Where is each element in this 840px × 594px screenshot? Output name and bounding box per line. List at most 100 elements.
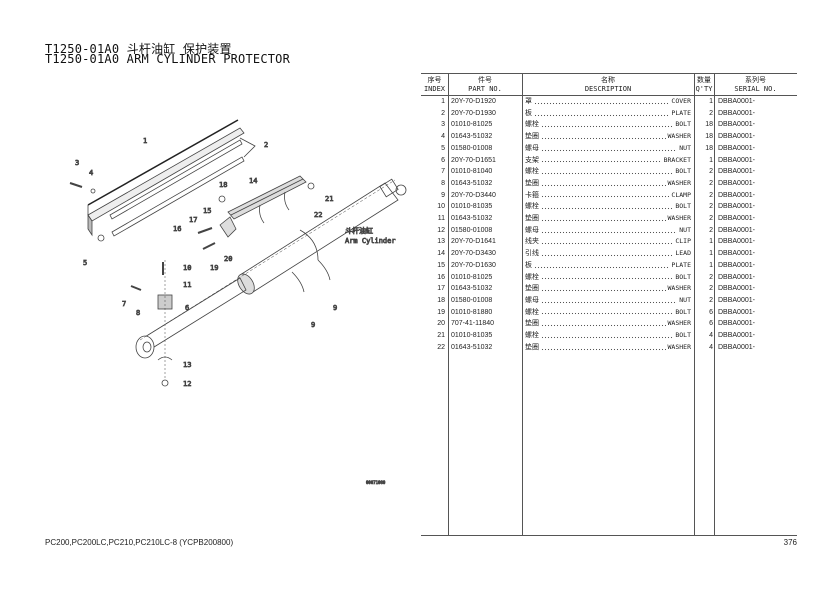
arm-cylinder-rod [139, 277, 247, 353]
row-description-cn: 板 [525, 260, 532, 269]
row-description-cn: 垫圈 [525, 214, 539, 222]
row-index: 8 [441, 179, 445, 187]
row-serial: DBBA0001- [718, 168, 755, 176]
row-index: 1 [441, 98, 445, 105]
model-footer: PC200,PC200LC,PC210,PC210LC-8 (YCPB20080… [45, 538, 234, 547]
row-description-cn: 螺栓 [525, 202, 539, 211]
row-index: 17 [437, 285, 445, 293]
leader-dots [541, 277, 674, 281]
row-part-number: 707-41-11840 [451, 320, 495, 328]
callout-22: 22 [314, 211, 322, 219]
header-serial-cn: 系列号 [745, 76, 766, 84]
callout-2: 2 [264, 141, 268, 149]
callout-17: 17 [189, 216, 197, 224]
row-index: 20 [437, 320, 445, 328]
row-part-number: 20Y-70-D1920 [451, 98, 496, 105]
row-description-en: WASHER [667, 132, 691, 141]
row-index: 16 [437, 273, 445, 281]
row-description-en: CLIP [675, 237, 691, 246]
leader-dots [541, 289, 666, 293]
row-index: 19 [437, 308, 445, 316]
header-part-cn: 件号 [478, 76, 492, 84]
leader-dots [541, 218, 666, 222]
page-title-english: T1250-01A0 ARM CYLINDER PROTECTOR [45, 52, 291, 66]
arm-cylinder-label-cn: 斗杆油缸 [345, 226, 373, 235]
row-index: 12 [437, 226, 445, 234]
callout-20: 20 [224, 255, 232, 263]
row-serial: DBBA0001- [718, 273, 755, 281]
callout-1: 1 [143, 137, 147, 145]
row-part-number: 20Y-70-D3430 [451, 250, 496, 258]
callout-18: 18 [219, 181, 227, 189]
row-serial: DBBA0001- [718, 144, 755, 152]
plate-part [111, 156, 245, 237]
leader-dots [541, 160, 662, 164]
leader-dots [541, 324, 666, 328]
row-part-number: 01643-51032 [451, 133, 493, 141]
row-index: 3 [441, 121, 445, 129]
row-description-cn: 螺栓 [525, 307, 539, 316]
row-serial: DBBA0001- [718, 179, 755, 187]
callout-9b: 9 [311, 321, 315, 329]
row-description-en: PLATE [671, 108, 691, 117]
row-description-en: NUT [679, 295, 691, 304]
row-quantity: 2 [709, 191, 713, 199]
row-quantity: 2 [709, 273, 713, 281]
row-part-number: 01010-81035 [451, 203, 493, 211]
row-description-cn: 螺栓 [525, 272, 539, 281]
row-quantity: 2 [709, 109, 713, 117]
header-desc-cn: 名称 [601, 76, 615, 84]
leader-dots [541, 242, 674, 246]
row-description-en: WASHER [667, 214, 691, 222]
leader-dots [541, 172, 674, 176]
row-quantity: 18 [705, 144, 713, 152]
header-index-cn: 序号 [427, 76, 442, 84]
plate-part [109, 139, 243, 220]
row-quantity: 2 [709, 168, 713, 176]
row-description-cn: 垫圈 [525, 178, 539, 187]
drawing-number: 00071080 [366, 480, 386, 485]
clamp-part [291, 259, 331, 293]
row-description-en: BOLT [675, 120, 691, 129]
row-description-cn: 垫圈 [525, 319, 539, 328]
row-part-number: 01010-81035 [451, 332, 493, 339]
row-part-number: 01010-81025 [451, 273, 493, 281]
row-quantity: 2 [709, 215, 713, 222]
row-part-number: 01010-81880 [451, 308, 493, 316]
row-serial: DBBA0001- [718, 332, 755, 339]
callout-6: 6 [185, 304, 189, 312]
row-serial: DBBA0001- [718, 191, 755, 199]
row-description-cn: 垫圈 [525, 132, 539, 141]
row-description-en: WASHER [667, 284, 691, 293]
row-quantity: 18 [705, 121, 713, 129]
row-description: 垫圈 WASHER [525, 213, 691, 225]
leader-dots [541, 253, 674, 257]
row-serial: DBBA0001- [718, 250, 755, 258]
row-index: 22 [437, 343, 445, 351]
exploded-parts-diagram: 1 2 3 4 5 6 7 8 9 9 10 11 12 13 14 15 16… [69, 119, 407, 485]
row-serial: DBBA0001- [718, 261, 755, 269]
row-description-en: BRACKET [663, 155, 691, 164]
callout-10: 10 [183, 264, 191, 272]
leader-dots [541, 300, 678, 304]
row-part-number: 20Y-70-D3440 [451, 191, 496, 199]
callout-4: 4 [89, 169, 93, 177]
callout-9a: 9 [333, 304, 337, 312]
